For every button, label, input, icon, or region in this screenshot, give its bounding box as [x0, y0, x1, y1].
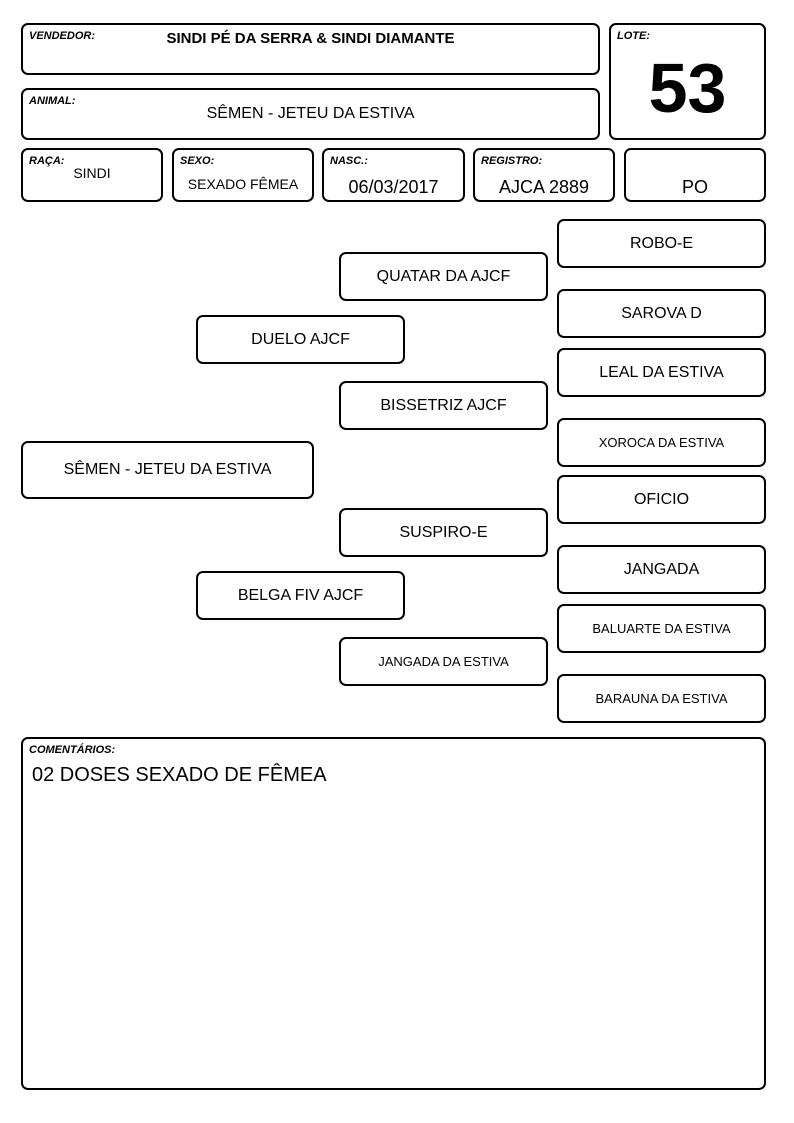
sexo-value: SEXADO FÊMEA	[187, 176, 299, 192]
lote-box: LOTE: 53	[609, 23, 766, 140]
pedigree-sire: DUELO AJCF	[196, 315, 405, 364]
pedigree-g3-5: OFICIO	[557, 475, 766, 524]
raca-value: SINDI	[73, 165, 111, 181]
pedigree-g3-3: LEAL DA ESTIVA	[557, 348, 766, 397]
vendedor-value: SINDI PÉ DA SERRA & SINDI DIAMANTE	[166, 30, 455, 47]
nasc-value: 06/03/2017	[348, 177, 439, 197]
pedigree-g3-6: JANGADA	[557, 545, 766, 594]
sexo-box: SEXO: SEXADO FÊMEA	[172, 148, 314, 202]
registro-label: REGISTRO:	[481, 155, 543, 167]
comments-text: 02 DOSES SEXADO DE FÊMEA	[32, 764, 327, 786]
categoria-box: PO	[624, 148, 766, 202]
pedigree-sire-sire: QUATAR DA AJCF	[339, 252, 548, 301]
comments-label: COMENTÁRIOS:	[29, 744, 116, 756]
raca-box: RAÇA: SINDI	[21, 148, 163, 202]
pedigree-g3-8: BARAUNA DA ESTIVA	[557, 674, 766, 723]
sexo-label: SEXO:	[180, 155, 215, 167]
pedigree-sire-dam: BISSETRIZ AJCF	[339, 381, 548, 430]
registro-box: REGISTRO: AJCA 2889	[473, 148, 615, 202]
animal-box: ANIMAL: SÊMEN - JETEU DA ESTIVA	[21, 88, 600, 140]
pedigree-g3-7: BALUARTE DA ESTIVA	[557, 604, 766, 653]
animal-label: ANIMAL:	[29, 95, 76, 107]
pedigree-dam-dam: JANGADA DA ESTIVA	[339, 637, 548, 686]
animal-value: SÊMEN - JETEU DA ESTIVA	[206, 105, 415, 122]
nasc-label: NASC.:	[330, 155, 368, 167]
comments-box: COMENTÁRIOS: 02 DOSES SEXADO DE FÊMEA	[21, 737, 766, 1090]
lote-label: LOTE:	[617, 30, 650, 42]
lote-number: 53	[648, 49, 727, 127]
vendedor-label: VENDEDOR:	[29, 30, 96, 42]
pedigree-animal: SÊMEN - JETEU DA ESTIVA	[21, 441, 314, 499]
pedigree-g3-4: XOROCA DA ESTIVA	[557, 418, 766, 467]
pedigree-dam: BELGA FIV AJCF	[196, 571, 405, 620]
nasc-box: NASC.: 06/03/2017	[322, 148, 465, 202]
pedigree-g3-2: SAROVA D	[557, 289, 766, 338]
raca-label: RAÇA:	[29, 155, 65, 167]
pedigree-dam-sire: SUSPIRO-E	[339, 508, 548, 557]
registro-value: AJCA 2889	[498, 177, 590, 197]
vendedor-box: VENDEDOR: SINDI PÉ DA SERRA & SINDI DIAM…	[21, 23, 600, 75]
pedigree-g3-1: ROBO-E	[557, 219, 766, 268]
categoria-value: PO	[681, 177, 708, 197]
